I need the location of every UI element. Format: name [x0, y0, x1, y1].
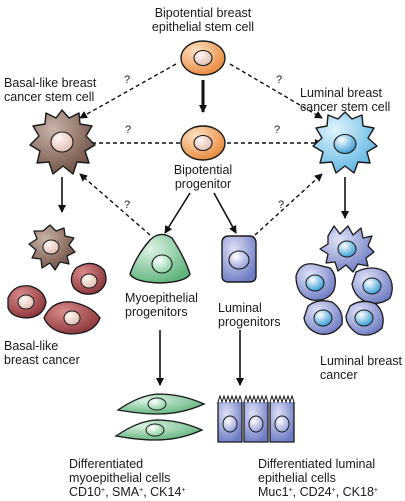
arrow-luminal-prog-to-luminal-stem	[254, 173, 323, 236]
arrow-stem-to-basal-stem	[79, 63, 177, 119]
question-mark-stem-basal: ?	[124, 74, 131, 86]
label-bipotential-progenitor: Bipotential progenitor	[173, 163, 233, 191]
label-luminal-cancer: Luminal breast cancer	[320, 354, 402, 382]
markers-myoepithelial: CD10+, SMA+, CK14+	[69, 485, 186, 499]
differentiated-luminal-cells	[217, 394, 295, 443]
markers-luminal: Muc1+, CD24+, CK18+	[258, 485, 379, 499]
bipotential-progenitor-cell	[180, 125, 226, 161]
arrow-progenitor-to-myo	[164, 192, 191, 234]
arrow-progenitor-to-luminal-prog	[213, 192, 237, 234]
label-differentiated-myoepithelial: Differentiated myoepithelial cells CD10+…	[69, 457, 186, 499]
luminal-cancer-stem-cell	[312, 111, 378, 174]
label-basal-stem: Basal-like breast cancer stem cell	[4, 76, 97, 104]
question-mark-myo-basal: ?	[124, 199, 131, 211]
arrow-stem-to-luminal-stem	[229, 63, 323, 119]
luminal-cancer-cluster	[295, 225, 393, 336]
label-luminal-progenitors: Luminal progenitors	[218, 301, 281, 329]
luminal-progenitor-cell	[221, 235, 257, 283]
basal-cancer-stem-cell	[29, 109, 96, 175]
label-myoepithelial-progenitors: Myoepithelial progenitors	[125, 291, 198, 319]
question-mark-stem-luminal: ?	[276, 74, 283, 86]
question-mark-luminal-prog-luminal: ?	[278, 199, 285, 211]
differentiated-myoepithelial-cells	[114, 393, 206, 441]
arrow-myo-to-basal-stem	[79, 173, 151, 236]
question-mark-progenitor-luminal: ?	[274, 124, 281, 136]
label-luminal-stem: Luminal breast cancer stem cell	[300, 86, 391, 114]
label-stem-cell: Bipotential breast epithelial stem cell	[151, 6, 255, 34]
label-basal-cancer: Basal-like breast cancer	[4, 339, 80, 367]
basal-cancer-cluster	[7, 224, 107, 335]
label-differentiated-luminal: Differentiated luminal epithelial cells …	[258, 457, 379, 499]
stem-cell	[180, 40, 226, 76]
question-mark-progenitor-basal: ?	[125, 124, 132, 136]
myoepithelial-progenitor-cell	[129, 233, 191, 284]
